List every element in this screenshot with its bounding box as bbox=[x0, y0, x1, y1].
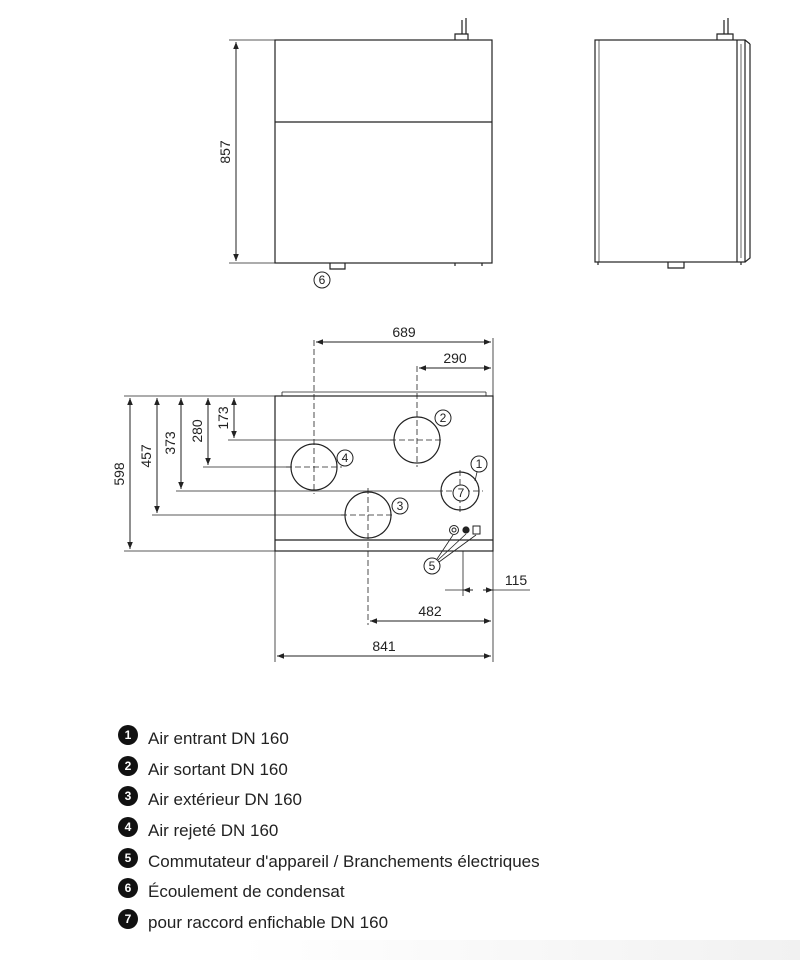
dim-841: 841 bbox=[372, 638, 396, 654]
dim-290: 290 bbox=[443, 350, 467, 366]
marker-4: 4 bbox=[336, 449, 354, 467]
svg-text:3: 3 bbox=[397, 499, 404, 513]
number-badge-3: 3 bbox=[118, 786, 138, 807]
svg-text:5: 5 bbox=[429, 559, 436, 573]
depth-dimensions bbox=[127, 398, 237, 549]
side-view bbox=[594, 18, 751, 269]
dim-280: 280 bbox=[189, 419, 205, 443]
marker-5: 5 bbox=[423, 533, 477, 575]
dim-457: 457 bbox=[138, 444, 154, 468]
marker-6-label: 6 bbox=[319, 273, 326, 287]
marker-1: 1 bbox=[470, 455, 488, 482]
top-view bbox=[274, 391, 494, 552]
extension-lines bbox=[124, 338, 494, 662]
legend-text: Air entrant DN 160 bbox=[148, 729, 289, 749]
center-lines bbox=[286, 340, 483, 625]
marker-6-front: 6 bbox=[313, 271, 331, 289]
legend-text: Air rejeté DN 160 bbox=[148, 821, 279, 841]
legend-item: 4 Air rejeté DN 160 bbox=[118, 816, 540, 847]
legend-text: Air extérieur DN 160 bbox=[148, 790, 303, 810]
dim-857: 857 bbox=[217, 140, 233, 164]
marker-3: 3 bbox=[391, 497, 409, 515]
legend-item: 6 Écoulement de condensat bbox=[118, 877, 540, 908]
svg-text:1: 1 bbox=[476, 457, 483, 471]
dim-598: 598 bbox=[111, 462, 127, 486]
marker-7: 7 bbox=[452, 484, 470, 502]
legend-text: Écoulement de condensat bbox=[148, 882, 345, 902]
legend-item: 3 Air extérieur DN 160 bbox=[118, 785, 540, 816]
dim-115: 115 bbox=[505, 572, 528, 588]
legend-text: Commutateur d'appareil / Branchements él… bbox=[148, 851, 540, 871]
svg-text:2: 2 bbox=[440, 411, 447, 425]
legend-item: 7 pour raccord enfichable DN 160 bbox=[118, 908, 540, 939]
number-badge-5: 5 bbox=[118, 847, 138, 868]
dim-373: 373 bbox=[162, 431, 178, 455]
legend-item: 2 Air sortant DN 160 bbox=[118, 755, 540, 786]
height-dimension bbox=[229, 39, 275, 264]
legend-item: 1 Air entrant DN 160 bbox=[118, 724, 540, 755]
bottom-fade bbox=[0, 940, 800, 960]
duct-circles bbox=[290, 416, 481, 539]
width-dimensions bbox=[277, 339, 530, 659]
dim-689: 689 bbox=[392, 324, 416, 340]
front-view bbox=[274, 18, 493, 270]
legend-item: 5 Commutateur d'appareil / Branchements é… bbox=[118, 846, 540, 877]
svg-text:4: 4 bbox=[342, 451, 349, 465]
legend-text: pour raccord enfichable DN 160 bbox=[148, 912, 389, 932]
svg-text:7: 7 bbox=[458, 486, 465, 500]
marker-2: 2 bbox=[434, 409, 452, 427]
dim-173: 173 bbox=[215, 406, 231, 430]
number-badge-7: 7 bbox=[118, 908, 138, 929]
number-badge-1: 1 bbox=[118, 725, 138, 746]
legend-text: Air sortant DN 160 bbox=[148, 759, 288, 779]
dim-482: 482 bbox=[418, 603, 442, 619]
number-badge-6: 6 bbox=[118, 878, 138, 899]
number-badge-2: 2 bbox=[118, 755, 138, 776]
number-badge-4: 4 bbox=[118, 817, 138, 838]
technical-drawing: 857 6 bbox=[111, 18, 751, 662]
